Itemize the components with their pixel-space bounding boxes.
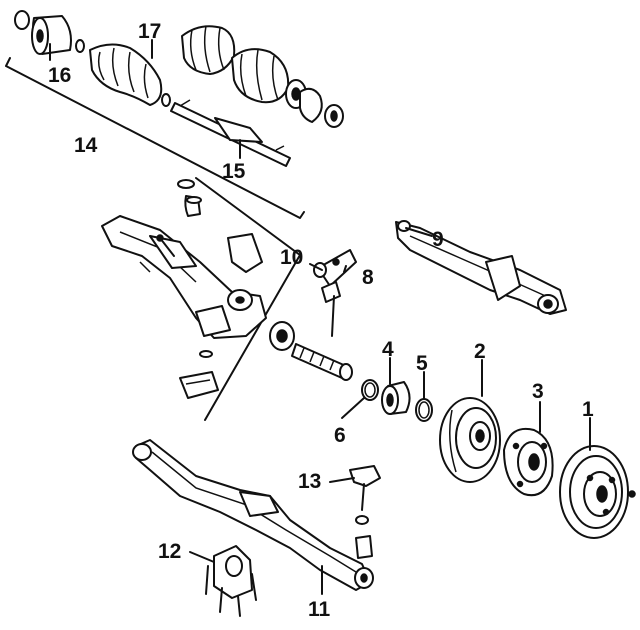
arm-front-bushing — [132, 443, 152, 461]
link-bolt — [331, 295, 335, 337]
group-bracket-14 — [5, 57, 305, 219]
group-bracket-10 — [195, 177, 301, 256]
boot-clamp-2 — [161, 93, 171, 107]
callout-17: 17 — [138, 20, 161, 43]
washer-lower — [199, 350, 213, 358]
boot-clamp-1 — [75, 39, 85, 53]
axle-shaft — [170, 99, 291, 167]
leader-13 — [329, 477, 355, 483]
bushing-block — [195, 305, 231, 337]
mount-plate — [179, 371, 219, 399]
axle-beam-bracket — [485, 255, 521, 301]
link-bracket — [317, 249, 357, 287]
callout-14: 14 — [74, 134, 98, 157]
callout-10: 10 — [280, 246, 303, 269]
cv-boot-inner — [181, 25, 236, 75]
cv-joint-inner — [231, 48, 290, 104]
callout-2: 2 — [474, 340, 486, 363]
callout-3: 3 — [532, 380, 544, 403]
leader-6 — [341, 397, 365, 419]
axle-beam-arm — [101, 215, 267, 339]
callout-16: 16 — [48, 64, 71, 87]
bracket-13 — [349, 465, 381, 559]
callout-5: 5 — [416, 352, 428, 375]
callout-1: 1 — [582, 398, 594, 421]
seal-ring-left — [14, 10, 30, 30]
wheel-bearing-group — [361, 379, 433, 422]
mount-12 — [205, 545, 257, 617]
link-bracket-assembly — [313, 249, 357, 337]
callout-9: 9 — [432, 228, 444, 251]
callout-11: 11 — [308, 598, 331, 621]
leader-12 — [189, 551, 215, 563]
callout-12: 12 — [158, 540, 181, 563]
cv-boot-outer — [89, 43, 163, 106]
rear-axle-beam — [395, 220, 567, 315]
cv-joint-outer — [31, 15, 72, 55]
callout-13: 13 — [298, 470, 321, 493]
bump-stop — [177, 179, 202, 217]
leader-8 — [343, 265, 347, 273]
lower-control-arm — [132, 439, 374, 591]
callout-6: 6 — [334, 424, 346, 447]
mount-bracket — [227, 233, 263, 273]
callout-numbers: 1 2 3 4 5 6 8 9 10 11 12 13 14 15 16 17 — [48, 20, 594, 621]
suspension-bracket-assembly — [101, 179, 267, 399]
brake-drum — [559, 445, 636, 539]
drive-shaft-assembly — [5, 10, 344, 421]
callout-8: 8 — [362, 266, 374, 289]
arm-center-plate — [239, 491, 279, 517]
group-bracket-10-lower — [204, 254, 301, 421]
callout-4: 4 — [382, 338, 394, 361]
spindle-assembly — [269, 321, 353, 381]
brake-rotor — [439, 397, 501, 483]
bracket-bolt — [159, 237, 175, 257]
leader-lines — [49, 39, 591, 595]
link-sleeve — [321, 281, 341, 303]
leader-9 — [405, 227, 433, 237]
inner-bearing — [285, 79, 344, 128]
spindle-shaft — [291, 343, 347, 379]
wheel-hub — [503, 428, 554, 497]
bracket-arm — [149, 235, 197, 269]
leader-10 — [309, 263, 323, 271]
wheel-bearing — [381, 381, 411, 415]
callout-15: 15 — [222, 160, 246, 183]
